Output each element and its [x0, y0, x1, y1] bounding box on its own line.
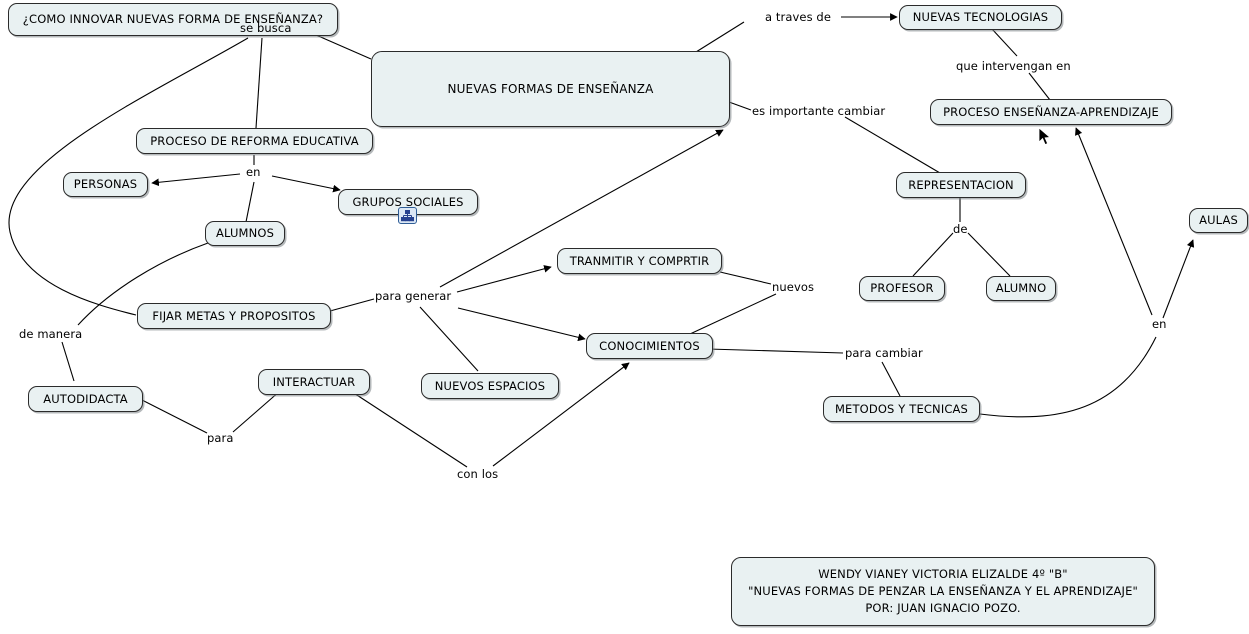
link-text: a traves de [765, 10, 831, 24]
edge-paragenerar-tranmitir [456, 265, 552, 293]
node-label: INTERACTUAR [272, 374, 356, 389]
link-label-en-aulas[interactable]: en [1152, 317, 1167, 331]
node-label: ¿COMO INNOVAR NUEVAS FORMA DE ENSEÑANZA? [22, 12, 324, 27]
caption-line-author: WENDY VIANEY VICTORIA ELIZALDE 4º "B" [818, 567, 1068, 582]
edge-paracambiar-metodos [881, 361, 901, 397]
node-label: REPRESENTACION [908, 177, 1014, 192]
link-label-en-reforma[interactable]: en [246, 165, 261, 179]
link-label-a-traves-de[interactable]: a traves de [765, 10, 831, 24]
link-text: para generar [375, 289, 452, 303]
node-label: CONOCIMIENTOS [599, 338, 700, 353]
edge-de-profesor [912, 232, 954, 277]
link-text: para cambiar [845, 346, 923, 360]
link-label-para-cambiar[interactable]: para cambiar [845, 346, 923, 360]
link-label-se-busca[interactable]: se busca [240, 21, 291, 35]
link-text: para [207, 431, 234, 445]
node-label: ALUMNOS [215, 226, 275, 241]
link-text: de [953, 222, 968, 236]
node-proceso-de-reforma-educativa[interactable]: PROCESO DE REFORMA EDUCATIVA [136, 128, 373, 154]
edge-en-procesoea [1075, 127, 1153, 316]
link-text: que intervengan en [956, 59, 1071, 73]
node-aulas[interactable]: AULAS [1189, 208, 1248, 233]
link-label-con-los[interactable]: con los [457, 467, 498, 481]
link-text: de manera [19, 327, 83, 341]
node-personas[interactable]: PERSONAS [63, 172, 148, 197]
edge-queintervengan-procesoea [1028, 72, 1051, 101]
node-label: NUEVAS FORMAS DE ENSEÑANZA [447, 81, 654, 96]
link-label-nuevos[interactable]: nuevos [772, 280, 814, 294]
edge-nuevasformas-esimportante [728, 101, 752, 111]
node-metodos-y-tecnicas[interactable]: METODOS Y TECNICAS [823, 396, 980, 422]
edge-paragenerar-conocimientos [457, 307, 586, 342]
edge-en-personas [151, 173, 241, 187]
edge-en-alumnos [245, 181, 255, 223]
edge-autodidacta-para [141, 399, 208, 434]
node-label: METODOS Y TECNICAS [834, 401, 969, 416]
node-representacion[interactable]: REPRESENTACION [896, 172, 1026, 198]
node-nuevos-espacios[interactable]: NUEVOS ESPACIOS [421, 373, 559, 399]
node-label: PROFESOR [870, 281, 934, 296]
edge-esimportante-representacion [844, 116, 941, 174]
node-label: PROCESO ENSEÑANZA-APRENDIZAJE [943, 104, 1159, 119]
node-label: PROCESO DE REFORMA EDUCATIVA [150, 133, 359, 148]
node-label: GRUPOS SOCIALES [352, 194, 464, 209]
link-text: en [1152, 317, 1167, 331]
caption-line-title: "NUEVAS FORMAS DE PENZAR LA ENSEÑANZA Y … [748, 584, 1138, 599]
mouse-pointer-icon [1038, 127, 1051, 146]
edge-conocimientos-paracambiar [707, 348, 844, 354]
edge-de-alumno [967, 232, 1011, 277]
edge-metodos-en [979, 336, 1157, 418]
node-label: AUTODIDACTA [43, 391, 128, 406]
node-label: AULAS [1199, 213, 1238, 228]
link-label-para[interactable]: para [207, 431, 234, 445]
node-alumno[interactable]: ALUMNO [986, 276, 1056, 301]
link-label-de-manera[interactable]: de manera [19, 327, 82, 341]
node-interactuar[interactable]: INTERACTUAR [258, 369, 370, 395]
hierarchy-glyph [401, 209, 414, 221]
node-fijar-metas-y-propositos[interactable]: FIJAR METAS Y PROPOSITOS [137, 303, 331, 329]
edge-tranmitir-nuevos [719, 271, 772, 285]
link-label-de-representacion[interactable]: de [953, 222, 968, 236]
node-label: NUEVOS ESPACIOS [434, 378, 546, 393]
edge-demanera-autodidacta [61, 341, 75, 382]
node-pregunta[interactable]: ¿COMO INNOVAR NUEVAS FORMA DE ENSEÑANZA? [8, 3, 338, 36]
node-label: TRANMITIR Y COMPRTIR [569, 253, 710, 268]
link-text: con los [457, 467, 499, 481]
node-profesor[interactable]: PROFESOR [859, 276, 945, 301]
edge-nuevasformas-atravesde [695, 21, 745, 53]
caption-line-source: POR: JUAN IGNACIO POZO. [865, 600, 1021, 615]
link-text: en [246, 165, 261, 179]
edge-fijarmetas-paragenerar [329, 298, 375, 312]
node-label: PERSONAS [73, 177, 138, 192]
node-conocimientos[interactable]: CONOCIMIENTOS [586, 333, 713, 359]
node-alumnos[interactable]: ALUMNOS [205, 221, 285, 246]
node-autodidacta[interactable]: AUTODIDACTA [28, 386, 143, 412]
node-nuevas-tecnologias[interactable]: NUEVAS TECNOLOGIAS [899, 5, 1062, 30]
link-text: nuevos [772, 280, 815, 294]
node-tranmitir-y-comprtir[interactable]: TRANMITIR Y COMPRTIR [557, 248, 722, 274]
node-label: ALUMNO [995, 281, 1047, 296]
edge-paragenerar-nuevosespacios [419, 306, 479, 372]
link-text: es importante cambiar [752, 104, 886, 118]
link-label-para-generar[interactable]: para generar [375, 289, 451, 303]
node-nuevas-formas-de-ensenanza[interactable]: NUEVAS FORMAS DE ENSEÑANZA [371, 51, 730, 127]
node-proceso-ensenanza-aprendizaje[interactable]: PROCESO ENSEÑANZA-APRENDIZAJE [930, 99, 1172, 125]
hierarchy-submap-icon[interactable] [398, 207, 417, 224]
edge-sebusca-reforma [255, 37, 263, 129]
edge-nuevos-conocimientos [689, 293, 777, 335]
edge-tecnologias-queintervengan [991, 28, 1018, 57]
link-label-que-intervengan-en[interactable]: que intervengan en [956, 59, 1071, 73]
link-label-es-importante-cambiar[interactable]: es importante cambiar [752, 104, 885, 118]
node-label: FIJAR METAS Y PROPOSITOS [152, 308, 316, 323]
edge-en-grupos [271, 175, 341, 193]
link-text: se busca [240, 21, 292, 35]
caption-box[interactable]: WENDY VIANEY VICTORIA ELIZALDE 4º "B" "N… [731, 557, 1155, 626]
node-label: NUEVAS TECNOLOGIAS [912, 10, 1049, 25]
edge-en-aulas [1162, 239, 1195, 319]
